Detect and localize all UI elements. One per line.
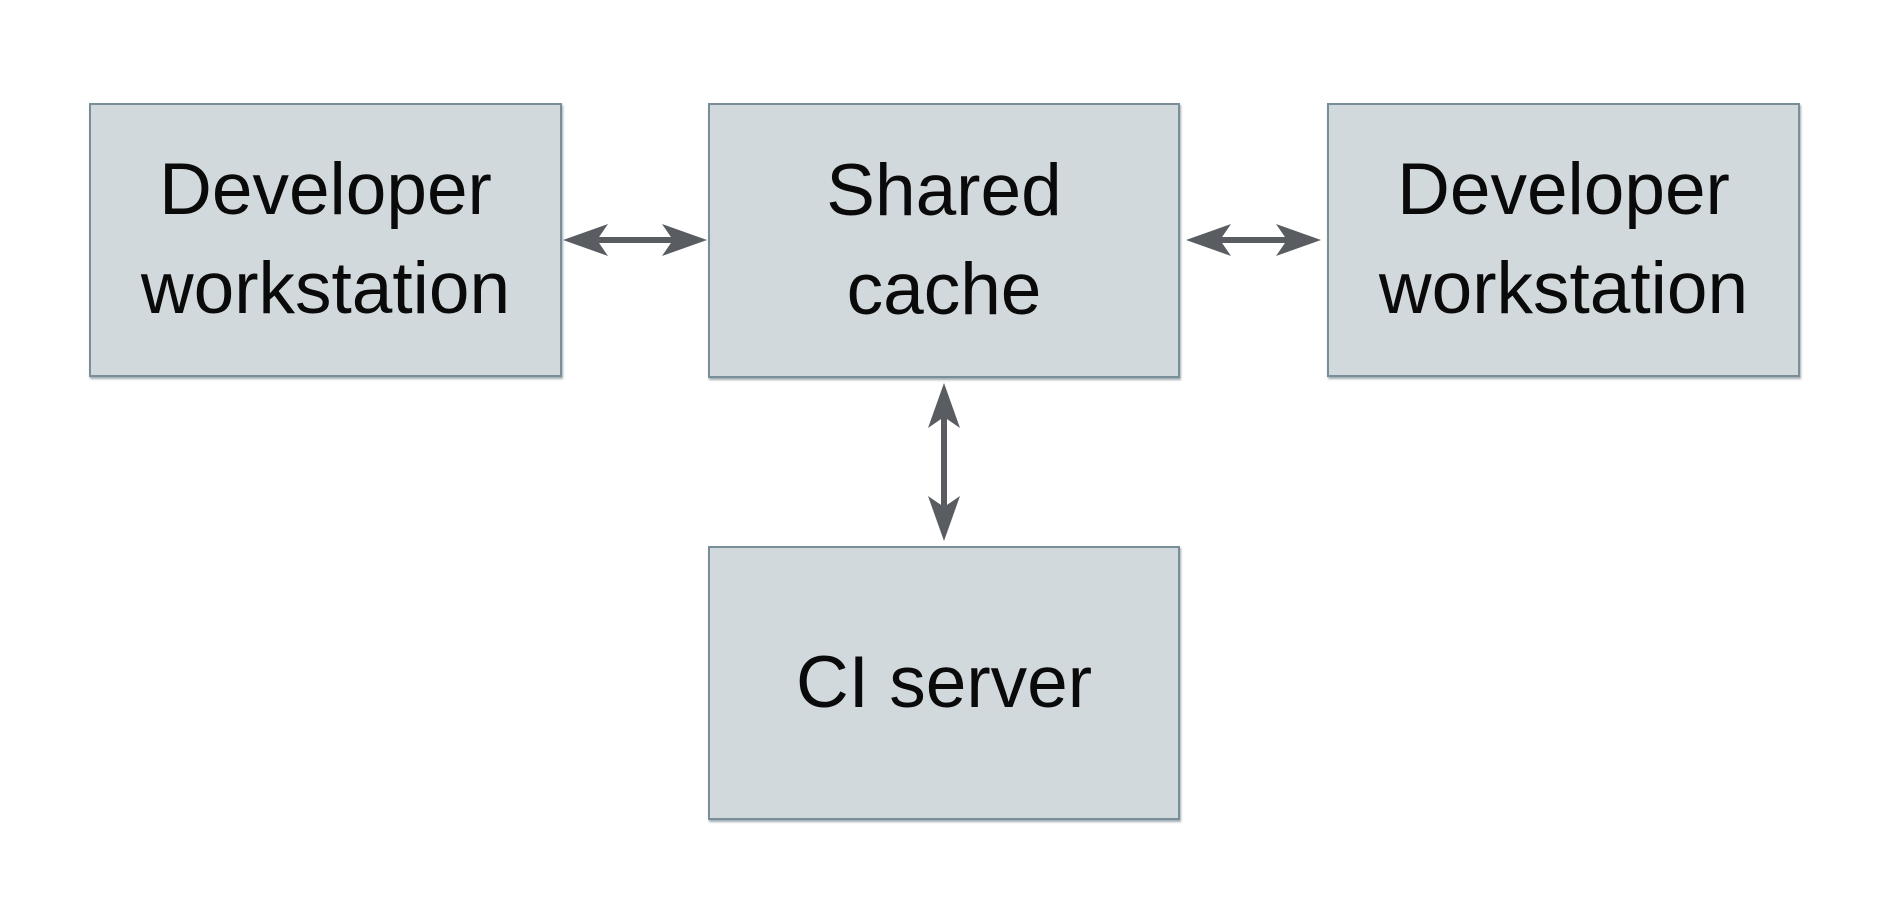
node-label-line: Developer <box>1397 149 1730 231</box>
node-developer-workstation-left: Developer workstation <box>89 103 562 377</box>
node-shared-cache: Shared cache <box>708 103 1180 378</box>
double-arrow-cache-right-workstation <box>1186 224 1321 256</box>
node-label-line: CI server <box>795 641 1093 723</box>
node-label-line: Developer <box>159 149 492 231</box>
node-label-line: workstation <box>140 248 511 329</box>
double-arrow-left-workstation-cache <box>563 224 707 256</box>
node-developer-workstation-right: Developer workstation <box>1327 103 1800 377</box>
double-arrow-cache-ci-server <box>928 383 960 541</box>
node-label-line: workstation <box>1378 248 1749 329</box>
node-label-line: Shared <box>826 149 1062 231</box>
node-label-line: cache <box>846 248 1042 330</box>
node-ci-server: CI server <box>708 546 1180 820</box>
